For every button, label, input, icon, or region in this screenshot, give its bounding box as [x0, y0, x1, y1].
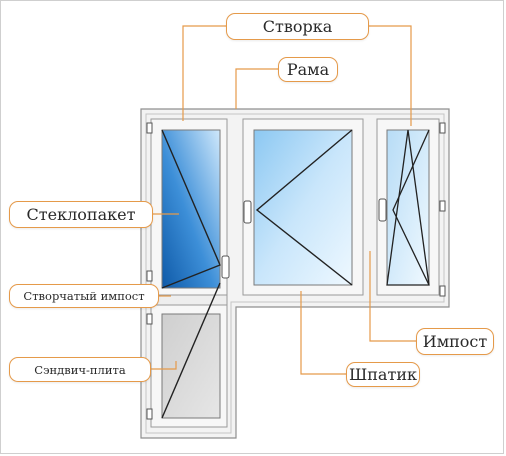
callout-line-impost [369, 251, 416, 342]
right-opening-lines-a [386, 129, 430, 286]
left-opening-lines [161, 129, 221, 289]
left-glass [161, 129, 221, 289]
callout-line-stvorka-left [182, 25, 226, 121]
label-steklopaket: Стеклопакет [9, 201, 153, 228]
label-rama: Рама [278, 57, 338, 82]
right-opening-lines-b [392, 129, 430, 286]
callout-line-sendvich [151, 361, 177, 370]
right-glass [386, 129, 430, 286]
panel-opening-line [161, 282, 221, 419]
callout-line-rama [235, 68, 278, 109]
callout-line-stvorka-right [369, 25, 412, 126]
right-handle [378, 198, 387, 222]
middle-glass [253, 129, 353, 286]
label-impost: Импост [416, 328, 494, 355]
label-shpatik: Шпатик [346, 362, 420, 387]
middle-opening-lines [255, 129, 353, 286]
callout-line-shpatik [300, 291, 346, 375]
label-sendvich-plita: Сэндвич-плита [9, 357, 151, 382]
left-handle [221, 255, 230, 279]
sandwich-panel [161, 313, 221, 419]
label-stvorchaty-impost: Створчатый импост [9, 284, 159, 308]
label-stvorka: Створка [226, 13, 369, 40]
middle-handle [243, 200, 252, 224]
